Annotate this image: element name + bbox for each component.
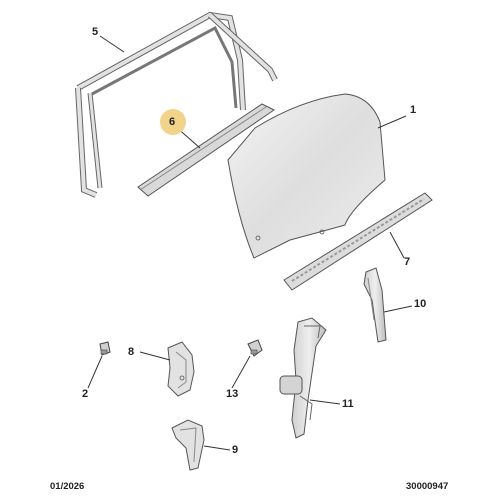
callout-13-label: 13	[226, 388, 239, 400]
callout-11-label: 11	[342, 398, 354, 410]
part-11-window-regulator	[279, 317, 327, 439]
leader-7	[389, 231, 405, 259]
leader-10	[383, 305, 413, 313]
part-8-bracket	[167, 341, 195, 397]
callout-2-label: 2	[82, 388, 89, 400]
callout-1-label: 1	[410, 104, 417, 116]
footer-reference: 30000947	[406, 481, 449, 492]
part-2-clip	[99, 341, 111, 356]
leader-11	[309, 399, 341, 405]
part-10-guide-rail	[363, 267, 387, 343]
leader-9	[203, 445, 231, 451]
part-7-inner-strip	[283, 192, 433, 291]
callout-8-label: 8	[128, 346, 135, 358]
callout-6-label: 6	[169, 116, 176, 128]
callout-7-label: 7	[404, 256, 411, 268]
part-1-window-glass	[227, 93, 386, 259]
callout-5-label: 5	[92, 26, 99, 38]
part-13-clip	[247, 339, 263, 357]
callout-10-label: 10	[414, 298, 427, 310]
leader-13	[231, 355, 251, 389]
callout-6-highlight	[160, 109, 186, 135]
leader-1	[377, 115, 407, 129]
part-6-window-strip	[137, 103, 275, 197]
leader-2	[87, 355, 103, 389]
leader-5	[99, 35, 125, 53]
leader-8	[139, 351, 171, 361]
part-9-support	[171, 419, 205, 471]
callout-9-label: 9	[232, 444, 239, 456]
part-5-door-frame-seal	[75, 11, 278, 198]
footer-date: 01/2026	[50, 481, 85, 492]
